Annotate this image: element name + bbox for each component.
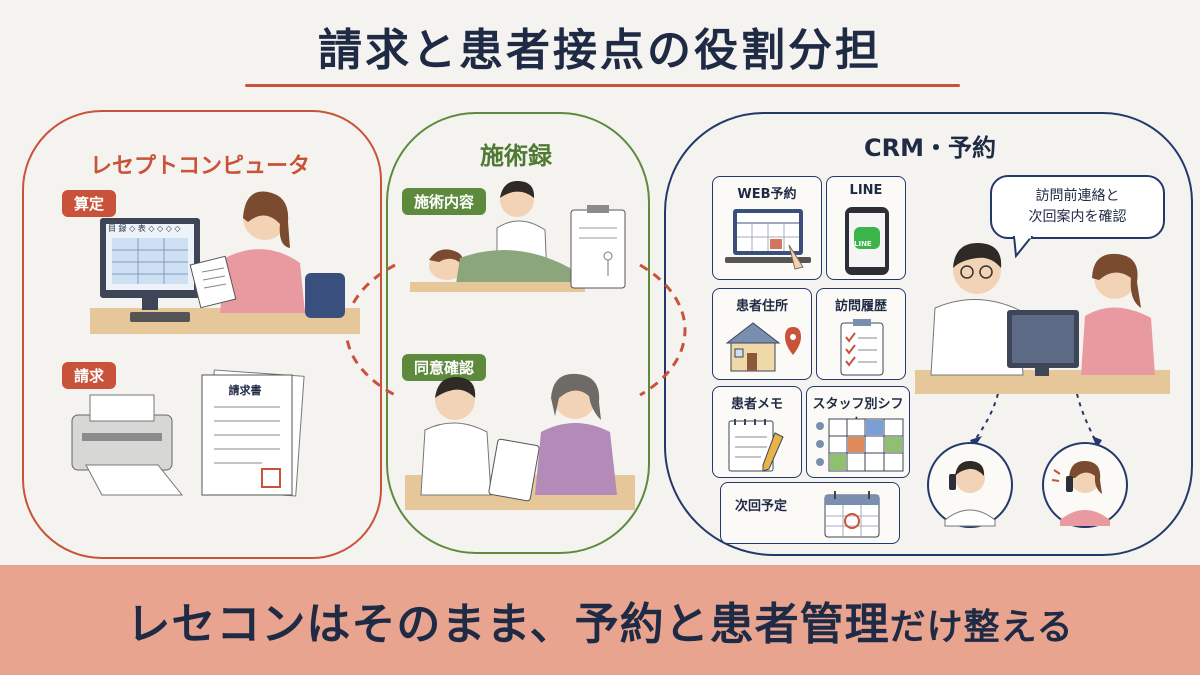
- treatment-illustration: [410, 180, 626, 292]
- card-staff-shift[interactable]: スタッフ別シフト: [806, 386, 910, 478]
- slogan-main: レセコンはそのまま、予約と患者管理: [126, 599, 890, 650]
- card-line[interactable]: LINE LINE: [826, 176, 906, 280]
- bottom-band: [0, 565, 1200, 675]
- invoice-title: 請求書: [228, 384, 262, 397]
- title-underline: [245, 84, 960, 87]
- tag-treatment: 施術内容: [402, 188, 487, 215]
- printer-invoice-illustration: [71, 369, 305, 497]
- shift-grid-icon: [816, 418, 904, 472]
- checklist-clipboard-icon: [840, 319, 884, 376]
- treatment-record-section: [386, 112, 650, 554]
- staff-desk-illustration: [915, 242, 1170, 394]
- card-visit-history-label: 訪問履歴: [834, 299, 887, 314]
- card-web-booking[interactable]: WEB予約: [712, 176, 822, 280]
- house-pin-icon: [725, 322, 801, 372]
- crm-booking-title: CRM・予約: [864, 134, 996, 162]
- slogan-tail: だけ整える: [889, 607, 1074, 648]
- calendar-icon: [824, 491, 880, 538]
- speech-bubble-tail: [1012, 236, 1034, 258]
- card-address-label: 患者住所: [735, 299, 788, 314]
- treatment-record-title: 施術録: [480, 142, 552, 170]
- slogan: レセコンはそのまま、予約と患者管理だけ整える: [0, 588, 1200, 652]
- staff-calling-woman-icon: [1042, 442, 1128, 528]
- consent-illustration: [405, 373, 635, 510]
- card-line-label: LINE: [849, 183, 883, 198]
- tag-billing: 請求: [62, 362, 117, 389]
- line-logo-text: LINE: [854, 240, 872, 248]
- screen-header-text: 目 録 ◇ 表 ◇ ◇ ◇ ◇: [108, 224, 181, 233]
- crm-booking-section: [664, 112, 1193, 556]
- card-next-plan-label: 次回予定: [735, 499, 788, 514]
- receptionist-computer-illustration: [90, 191, 360, 334]
- card-address[interactable]: 患者住所: [712, 288, 812, 380]
- tag-calc: 算定: [62, 190, 117, 217]
- bubble-line-1: 訪問前連絡と: [1035, 188, 1120, 204]
- tag-consent: 同意確認: [402, 354, 487, 381]
- laptop-calendar-icon: [725, 209, 811, 270]
- receipt-computer-title: レセプトコンピュータ: [89, 154, 310, 179]
- bubble-line-2: 次回案内を確認: [1028, 209, 1127, 225]
- card-visit-history[interactable]: 訪問履歴: [816, 288, 906, 380]
- page-title: 請求と患者接点の役割分担: [318, 25, 882, 76]
- notepad-pencil-icon: [728, 419, 784, 472]
- card-web-booking-label: WEB予約: [737, 187, 797, 202]
- smartphone-line-icon: [845, 207, 889, 275]
- receipt-computer-section: [22, 110, 382, 559]
- card-memo-label: 患者メモ: [730, 397, 783, 412]
- card-memo[interactable]: 患者メモ: [712, 386, 802, 478]
- card-next-plan[interactable]: 次回予定: [720, 482, 900, 544]
- staff-calling-icon: [927, 442, 1013, 528]
- speech-bubble: 訪問前連絡と 次回案内を確認: [990, 175, 1165, 239]
